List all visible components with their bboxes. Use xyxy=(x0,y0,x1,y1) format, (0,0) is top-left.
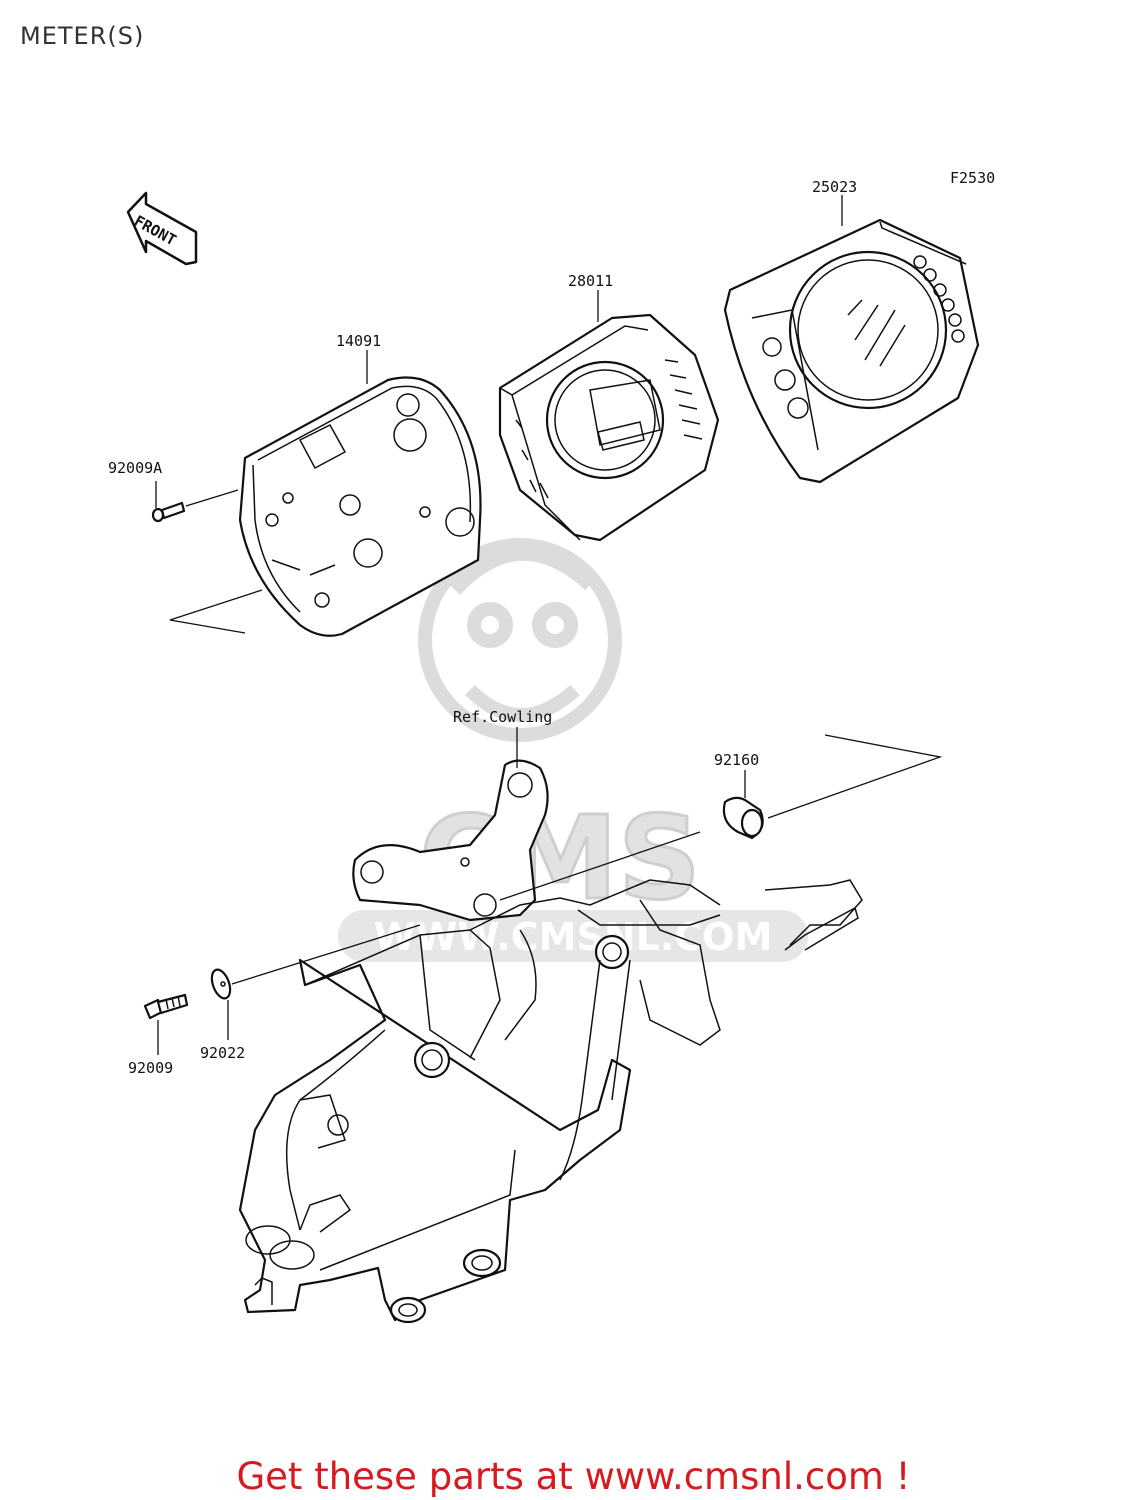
part-14091-meter-case: 14091 xyxy=(169,332,482,637)
frame-stay xyxy=(238,879,863,1324)
page-title: METER(S) xyxy=(20,22,145,50)
figure-code: F2530 xyxy=(950,169,995,187)
callout-14091: 14091 xyxy=(336,332,381,350)
part-25023-meter-cover: 25023 xyxy=(723,178,980,484)
part-92022-washer: 92022 xyxy=(200,924,421,1062)
part-28011-meter-assembly: 28011 xyxy=(498,272,720,542)
callout-25023: 25023 xyxy=(812,178,857,196)
parts-diagram: CMS WWW.CMSNL.COM F2530 FRONT 25023 xyxy=(108,169,995,1324)
callout-28011: 28011 xyxy=(568,272,613,290)
callout-92160: 92160 xyxy=(714,751,759,769)
callout-92009: 92009 xyxy=(128,1059,173,1077)
part-92160-grommet: 92160 xyxy=(499,734,943,901)
promo-link[interactable]: Get these parts at www.cmsnl.com ! xyxy=(236,1455,911,1498)
part-92009-bolt: 92009 xyxy=(128,993,189,1077)
callout-92022: 92022 xyxy=(200,1044,245,1062)
part-meter-bracket: Ref.Cowling xyxy=(352,708,552,922)
part-92009A-screw: 92009A xyxy=(108,459,239,523)
callout-ref-cowling: Ref.Cowling xyxy=(453,708,552,726)
callout-92009A: 92009A xyxy=(108,459,162,477)
watermark-url: WWW.CMSNL.COM xyxy=(374,915,773,959)
front-arrow-icon: FRONT xyxy=(126,191,198,266)
